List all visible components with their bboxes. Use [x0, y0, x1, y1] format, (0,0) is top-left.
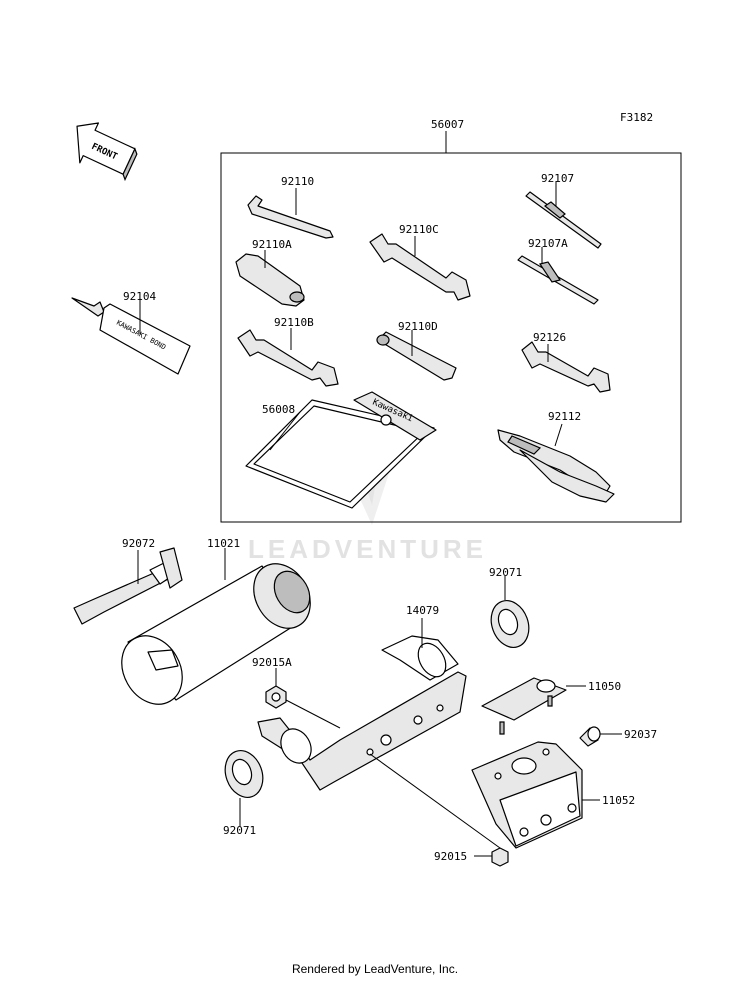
footer-credit: Rendered by LeadVenture, Inc. — [291, 962, 459, 976]
label-14079: 14079 — [406, 604, 439, 617]
label-92071-bottom: 92071 — [223, 824, 256, 837]
label-92104: 92104 — [123, 290, 156, 303]
plate-11050 — [481, 677, 567, 735]
grommet-92071-top — [490, 600, 530, 648]
plug-wrench-92110D — [376, 331, 457, 381]
label-92107: 92107 — [541, 172, 574, 185]
screwdriver-92107 — [525, 191, 602, 249]
wrench-92110B — [237, 329, 339, 387]
hex-key-92110 — [247, 195, 334, 239]
strap-92072 — [73, 547, 183, 625]
label-92015: 92015 — [434, 850, 467, 863]
socket-92110A — [235, 253, 305, 307]
wrench-92126 — [521, 341, 611, 393]
tool-kit-frame — [220, 152, 682, 523]
watermark-text: LEADVENTURE — [248, 534, 487, 564]
label-11021: 11021 — [207, 537, 240, 550]
pliers-92112 — [497, 429, 615, 503]
label-56007: 56007 — [431, 118, 464, 131]
manual-pouch-56008: Kawasaki — [245, 391, 437, 509]
bracket-14079 — [257, 635, 467, 791]
label-92110D: 92110D — [398, 320, 438, 333]
bond-tube-92104: KAWASAKI BOND — [71, 297, 191, 375]
label-11052: 11052 — [602, 794, 635, 807]
screwdriver-92107A — [517, 255, 599, 305]
label-56008: 56008 — [262, 403, 295, 416]
figure-code: F3182 — [620, 111, 653, 124]
front-arrow-icon: FRONT — [76, 122, 138, 182]
label-92112: 92112 — [548, 410, 581, 423]
bolt-92015 — [491, 847, 509, 867]
label-92037: 92037 — [624, 728, 657, 741]
case-11021 — [121, 563, 311, 705]
label-92126: 92126 — [533, 331, 566, 344]
label-92071-top: 92071 — [489, 566, 522, 579]
label-92110C: 92110C — [399, 223, 439, 236]
grommet-92071-bottom — [224, 750, 264, 798]
label-92110B: 92110B — [274, 316, 314, 329]
label-92110: 92110 — [281, 175, 314, 188]
nut-92015A — [265, 685, 287, 709]
label-92110A: 92110A — [252, 238, 292, 251]
bracket-11052 — [471, 741, 583, 849]
label-92107A: 92107A — [528, 237, 568, 250]
label-92015A: 92015A — [252, 656, 292, 669]
wrench-92110C — [369, 233, 471, 301]
label-92072: 92072 — [122, 537, 155, 550]
label-11050: 11050 — [588, 680, 621, 693]
clip-92037 — [579, 726, 601, 747]
